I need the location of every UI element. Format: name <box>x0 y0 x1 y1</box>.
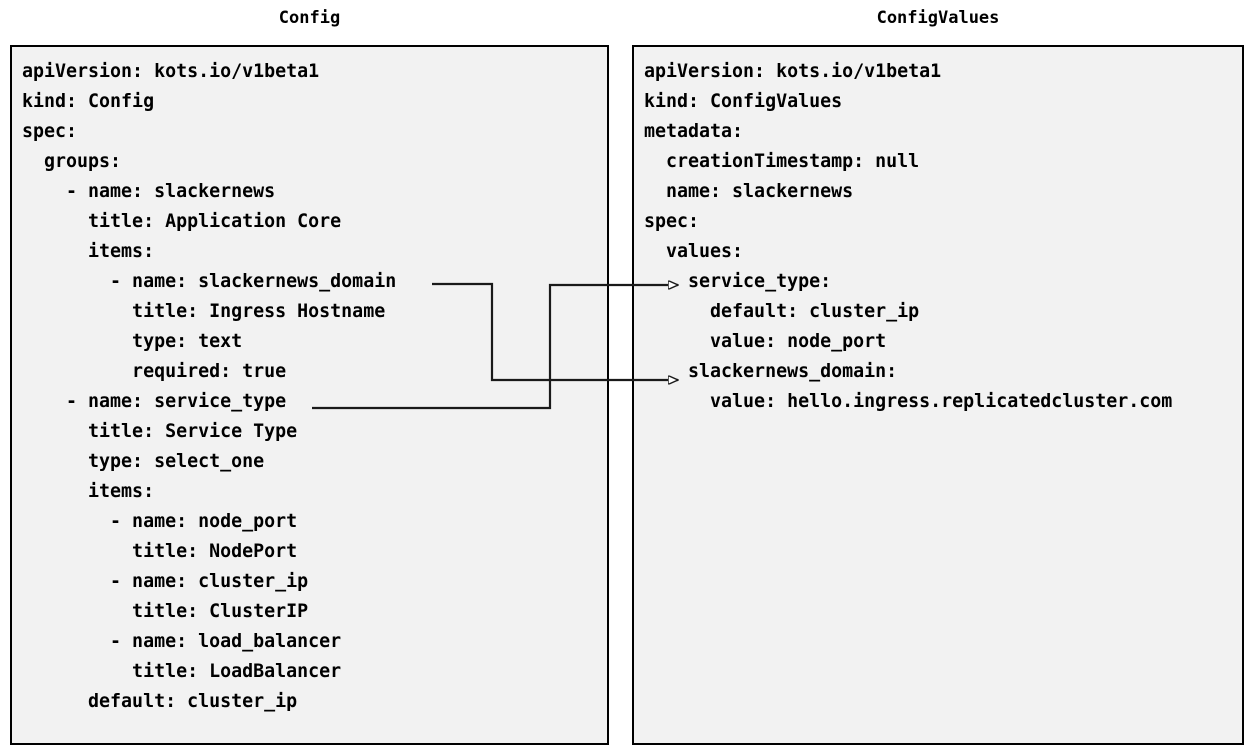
config-yaml-line-10: required: true <box>22 361 287 382</box>
configvalues-yaml-line-4: name: slackernews <box>644 181 854 202</box>
config-yaml-line-11: - name: service_type <box>22 391 287 412</box>
configvalues-yaml-line-10: slackernews_domain: <box>644 361 898 382</box>
configvalues-yaml-line-2: metadata: <box>644 121 744 142</box>
configvalues-yaml-line-1: kind: ConfigValues <box>644 91 843 112</box>
config-yaml-line-3: groups: <box>22 151 122 172</box>
config-yaml-line-21: default: cluster_ip <box>22 691 298 712</box>
config-yaml-line-8: title: Ingress Hostname <box>22 301 386 322</box>
configvalues-yaml-line-6: values: <box>644 241 744 262</box>
config-yaml-line-15: - name: node_port <box>22 511 298 532</box>
config-yaml-line-13: type: select_one <box>22 451 265 472</box>
configvalues-yaml-line-8: default: cluster_ip <box>644 301 920 322</box>
config-yaml-line-19: - name: load_balancer <box>22 631 342 652</box>
configvalues-yaml-panel: apiVersion: kots.io/v1beta1 kind: ConfigV… <box>632 45 1244 745</box>
config-yaml-line-16: title: NodePort <box>22 541 298 562</box>
config-yaml-line-2: spec: <box>22 121 78 142</box>
config-yaml-line-12: title: Service Type <box>22 421 298 442</box>
configvalues-yaml-line-11: value: hello.ingress.replicatedcluster.c… <box>644 391 1173 412</box>
configvalues-yaml-line-9: value: node_port <box>644 331 887 352</box>
configvalues-yaml-line-5: spec: <box>644 211 700 232</box>
config-yaml-line-20: title: LoadBalancer <box>22 661 342 682</box>
config-yaml-line-9: type: text <box>22 331 243 352</box>
config-yaml-line-4: - name: slackernews <box>22 181 276 202</box>
configvalues-yaml-line-3: creationTimestamp: null <box>644 151 920 172</box>
panel-title-configvalues: ConfigValues <box>876 8 1000 28</box>
config-yaml-line-6: items: <box>22 241 155 262</box>
config-yaml-code: apiVersion: kots.io/v1beta1 kind: Config s… <box>12 47 396 717</box>
config-yaml-line-14: items: <box>22 481 155 502</box>
configvalues-yaml-code: apiVersion: kots.io/v1beta1 kind: ConfigV… <box>634 47 1172 417</box>
config-yaml-line-7: - name: slackernews_domain <box>22 271 397 292</box>
configvalues-yaml-line-0: apiVersion: kots.io/v1beta1 <box>644 61 942 82</box>
config-yaml-panel: apiVersion: kots.io/v1beta1 kind: Config s… <box>10 45 609 745</box>
panel-title-config: Config <box>278 8 341 28</box>
config-yaml-line-18: title: ClusterIP <box>22 601 309 622</box>
config-yaml-line-5: title: Application Core <box>22 211 342 232</box>
config-yaml-line-0: apiVersion: kots.io/v1beta1 <box>22 61 320 82</box>
configvalues-yaml-line-7: service_type: <box>644 271 832 292</box>
config-yaml-line-1: kind: Config <box>22 91 155 112</box>
config-yaml-line-17: - name: cluster_ip <box>22 571 309 592</box>
